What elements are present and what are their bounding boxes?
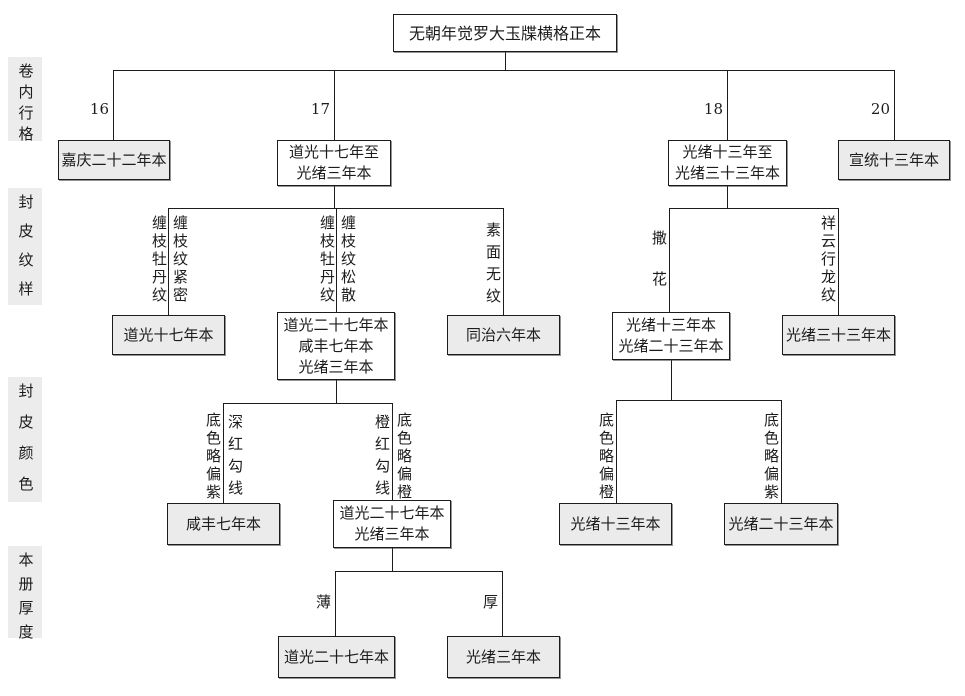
row-label-text: 封皮纹样 — [16, 194, 35, 310]
connector — [335, 571, 502, 572]
connector — [503, 208, 504, 315]
connector — [334, 70, 335, 140]
connector — [223, 403, 392, 404]
connector — [616, 400, 617, 503]
node-tongzhi6: 同治六年本 — [447, 315, 560, 355]
edge-label-shenhong-gouxian: 深红勾线 — [226, 414, 244, 502]
edge-label-dise-piancheng: 底色略偏橙 — [597, 412, 615, 502]
edge-label-chanzhi-songsan: 缠枝纹松散 — [339, 215, 357, 305]
connector — [669, 208, 670, 312]
edge-label-dise-pianzi: 底色略偏紫 — [204, 412, 222, 502]
connector — [838, 208, 839, 315]
node-dg27-gx3-group: 道光二十七年本 光绪三年本 — [333, 500, 451, 548]
node-dg27-xf7-gx3-group: 道光二十七年本 咸丰七年本 光绪三年本 — [277, 312, 395, 380]
connector — [113, 70, 114, 140]
node-guangxu3: 光绪三年本 — [447, 636, 560, 678]
branch-number-20: 20 — [870, 100, 890, 118]
node-gx13-gx23-group: 光绪十三年本 光绪二十三年本 — [612, 312, 730, 360]
edge-label-chanzhi-mudan: 缠枝牡丹纹 — [150, 215, 168, 305]
edge-label-dise-pianzi: 底色略偏紫 — [762, 412, 780, 502]
connector — [894, 70, 895, 140]
row-label-text: 本册厚度 — [16, 552, 35, 648]
row-label-text: 封皮颜色 — [16, 383, 35, 507]
node-xianfeng7: 咸丰七年本 — [167, 503, 280, 545]
edge-label-chanzhi-mudan: 缠枝牡丹纹 — [318, 215, 336, 305]
connector — [223, 403, 224, 503]
connector — [671, 360, 672, 400]
connector — [781, 400, 782, 503]
node-daoguang27: 道光二十七年本 — [278, 636, 395, 678]
edge-label-chenghong-gouxian: 橙红勾线 — [373, 414, 391, 502]
row-label-text: 卷内行格 — [16, 63, 35, 147]
node-gx13-gx33-range: 光绪十三年至 光绪三十三年本 — [668, 140, 787, 186]
node-xuantong13: 宣统十三年本 — [838, 140, 950, 180]
connector — [669, 208, 838, 209]
node-guangxu13: 光绪十三年本 — [559, 503, 672, 545]
edge-label-thin: 薄 — [316, 593, 332, 611]
connector — [727, 186, 728, 208]
branch-number-17: 17 — [310, 100, 330, 118]
row-label-rows-per-page: 卷内行格 — [8, 57, 42, 147]
connector — [616, 400, 781, 401]
connector — [502, 571, 503, 636]
connector — [392, 548, 393, 571]
connector — [113, 70, 894, 71]
row-label-cover-color: 封皮颜色 — [8, 377, 42, 507]
connector — [336, 380, 337, 403]
row-label-cover-pattern: 封皮纹样 — [8, 188, 42, 310]
edge-label-sahua: 撒花 — [650, 230, 668, 312]
node-guangxu23: 光绪二十三年本 — [724, 503, 838, 545]
branch-number-16: 16 — [89, 100, 109, 118]
row-label-volume-thickness: 本册厚度 — [8, 546, 42, 648]
edge-label-xiangyun-xinglong: 祥云行龙纹 — [819, 215, 837, 305]
node-jiaqing22: 嘉庆二十二年本 — [58, 140, 170, 180]
edge-label-dise-piancheng: 底色略偏橙 — [395, 412, 413, 502]
edge-label-chanzhi-jinmi: 缠枝纹紧密 — [171, 215, 189, 305]
connector — [727, 70, 728, 140]
connector — [336, 208, 337, 312]
connector — [335, 571, 336, 636]
branch-number-18: 18 — [703, 100, 723, 118]
connector — [505, 52, 506, 70]
node-dg17-gx3-range: 道光十七年至 光绪三年本 — [277, 140, 391, 186]
node-guangxu33: 光绪三十三年本 — [782, 315, 895, 355]
connector — [334, 186, 335, 208]
edge-label-thick: 厚 — [483, 593, 499, 611]
node-daoguang17: 道光十七年本 — [112, 315, 225, 355]
node-root: 无朝年觉罗大玉牒横格正本 — [393, 14, 617, 52]
connector — [392, 403, 393, 500]
connector — [168, 208, 169, 315]
connector — [168, 208, 503, 209]
edge-label-sumian-wuwen: 素面无纹 — [484, 222, 502, 310]
